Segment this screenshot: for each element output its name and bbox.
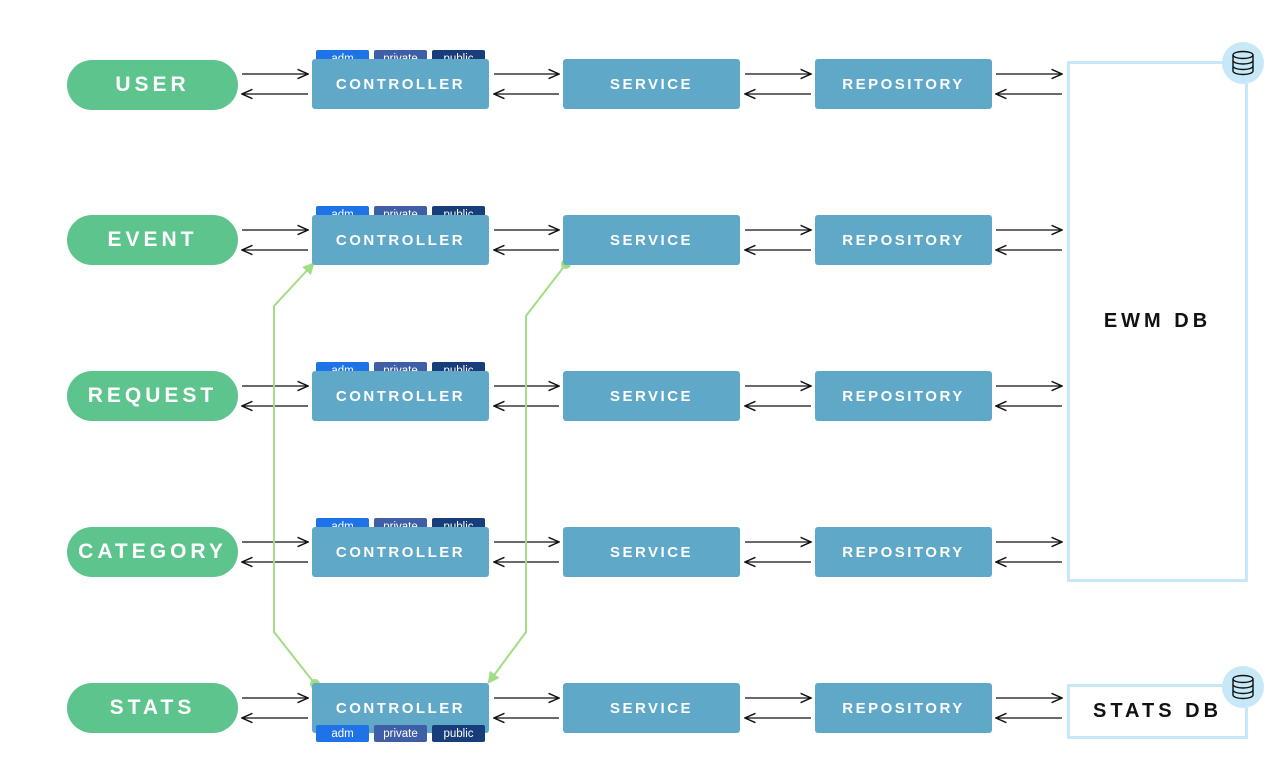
controller-user: CONTROLLER xyxy=(312,59,489,109)
repository-user: REPOSITORY xyxy=(815,59,992,109)
entity-event: EVENT xyxy=(67,215,238,265)
repository-event: REPOSITORY xyxy=(815,215,992,265)
service-request: SERVICE xyxy=(563,371,740,421)
service-event: SERVICE xyxy=(563,215,740,265)
controller-category: CONTROLLER xyxy=(312,527,489,577)
controller-tags-stats: adm private public xyxy=(316,725,485,742)
tag-public: public xyxy=(432,725,485,742)
stats-db: STATS DB xyxy=(1067,684,1248,739)
stats-to-event-controller-link xyxy=(273,262,316,685)
controller-event: CONTROLLER xyxy=(312,215,489,265)
service-stats: SERVICE xyxy=(563,683,740,733)
ewm-db: EWM DB xyxy=(1067,61,1248,582)
entity-stats: STATS xyxy=(67,683,238,733)
entity-category: CATEGORY xyxy=(67,527,238,577)
controller-request: CONTROLLER xyxy=(312,371,489,421)
ewm-db-label: EWM DB xyxy=(1103,310,1212,332)
entity-user: USER xyxy=(67,60,238,110)
event-service-to-stats-link xyxy=(487,263,567,684)
tag-adm: adm xyxy=(316,725,369,742)
controller-stats: CONTROLLER xyxy=(312,683,489,733)
database-icon xyxy=(1222,666,1264,708)
repository-request: REPOSITORY xyxy=(815,371,992,421)
service-category: SERVICE xyxy=(563,527,740,577)
tag-private: private xyxy=(374,725,427,742)
repository-stats: REPOSITORY xyxy=(815,683,992,733)
stats-db-label: STATS DB xyxy=(1092,700,1223,722)
entity-request: REQUEST xyxy=(67,371,238,421)
stats-links xyxy=(273,259,571,689)
repository-category: REPOSITORY xyxy=(815,527,992,577)
database-icon xyxy=(1222,42,1264,84)
service-user: SERVICE xyxy=(563,59,740,109)
